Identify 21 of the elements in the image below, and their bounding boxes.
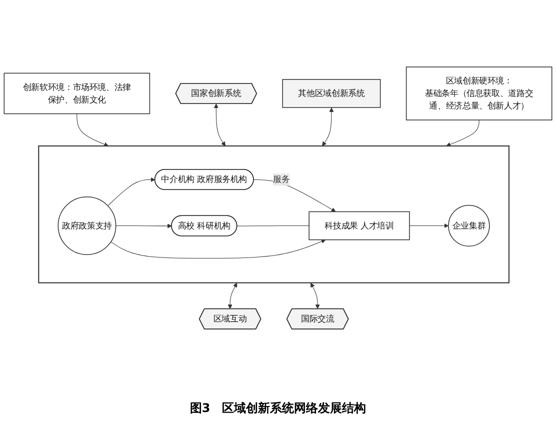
arrow bbox=[108, 177, 156, 206]
connector bbox=[236, 225, 310, 226]
arrow bbox=[253, 179, 336, 212]
arrow bbox=[409, 223, 449, 228]
arrow bbox=[322, 108, 334, 146]
arrow bbox=[446, 120, 480, 147]
node-circle: 企业集群 bbox=[448, 204, 490, 247]
node-circle: 政府政策支持 bbox=[58, 196, 116, 255]
node-box: 其他区域创新系统 bbox=[282, 79, 381, 108]
arrow bbox=[214, 104, 226, 146]
arrow bbox=[116, 224, 172, 228]
arrow bbox=[110, 239, 326, 258]
edge-label: 服务 bbox=[272, 174, 290, 184]
node-box: 区域创新硬环境： 基础条年（信息获取、道路交通、经济总量、创新人才） bbox=[406, 66, 552, 120]
arrow bbox=[310, 282, 320, 309]
cluster bbox=[38, 145, 510, 284]
figure-caption: 图3 区域创新系统网络发展结构 bbox=[188, 400, 368, 417]
arrow bbox=[228, 282, 238, 309]
node-box: 科技成果 人才培训 bbox=[308, 211, 410, 240]
node-box: 创新软环境：市场环境、法律保护、创新文化 bbox=[4, 72, 150, 114]
arrow bbox=[76, 113, 109, 146]
